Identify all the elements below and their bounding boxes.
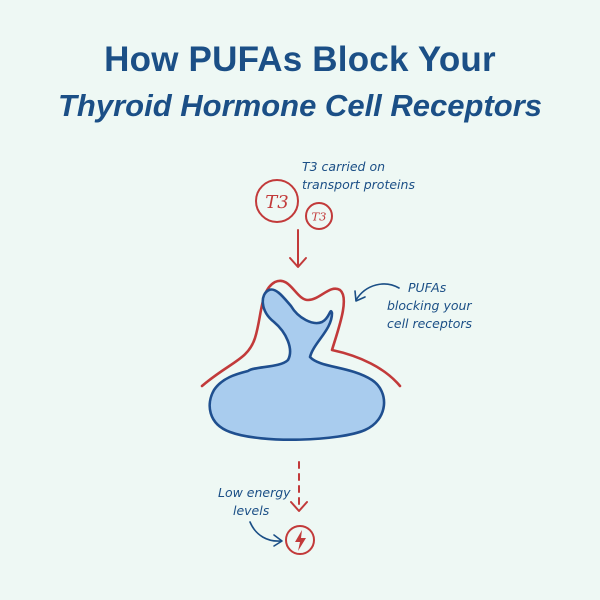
title-line-1: How PUFAs Block Your — [104, 40, 496, 79]
pufas-annotation-line-2: blocking your — [387, 298, 472, 313]
pufas-pointer-arrow — [354, 283, 400, 302]
t3-small-molecule: T3 — [305, 202, 333, 230]
t3-annotation-line-2: transport proteins — [302, 177, 415, 192]
low-energy-annotation: Low energy levels — [218, 485, 291, 547]
pufa-layer — [200, 279, 402, 388]
pufas-annotation-line-3: cell receptors — [387, 316, 472, 331]
pufas-blocking-annotation: PUFAs blocking your cell receptors — [354, 280, 472, 331]
cell-receptor — [208, 288, 386, 441]
arrow-to-receptor — [289, 229, 307, 268]
low-energy-line-1: Low energy — [218, 485, 291, 500]
lightning-bolt-icon — [285, 525, 315, 555]
low-energy-line-2: levels — [233, 503, 270, 518]
low-energy-pointer-arrow — [249, 521, 283, 547]
t3-carried-annotation: T3 carried on transport proteins — [302, 159, 415, 192]
t3-large-label: T3 — [265, 192, 288, 213]
dashed-arrow-to-energy — [290, 461, 308, 512]
t3-annotation-line-1: T3 carried on — [302, 159, 385, 174]
pufas-annotation-line-1: PUFAs — [408, 280, 447, 295]
t3-large-molecule: T3 — [255, 179, 299, 223]
title-line-2: Thyroid Hormone Cell Receptors — [57, 88, 543, 123]
t3-small-label: T3 — [312, 210, 327, 224]
